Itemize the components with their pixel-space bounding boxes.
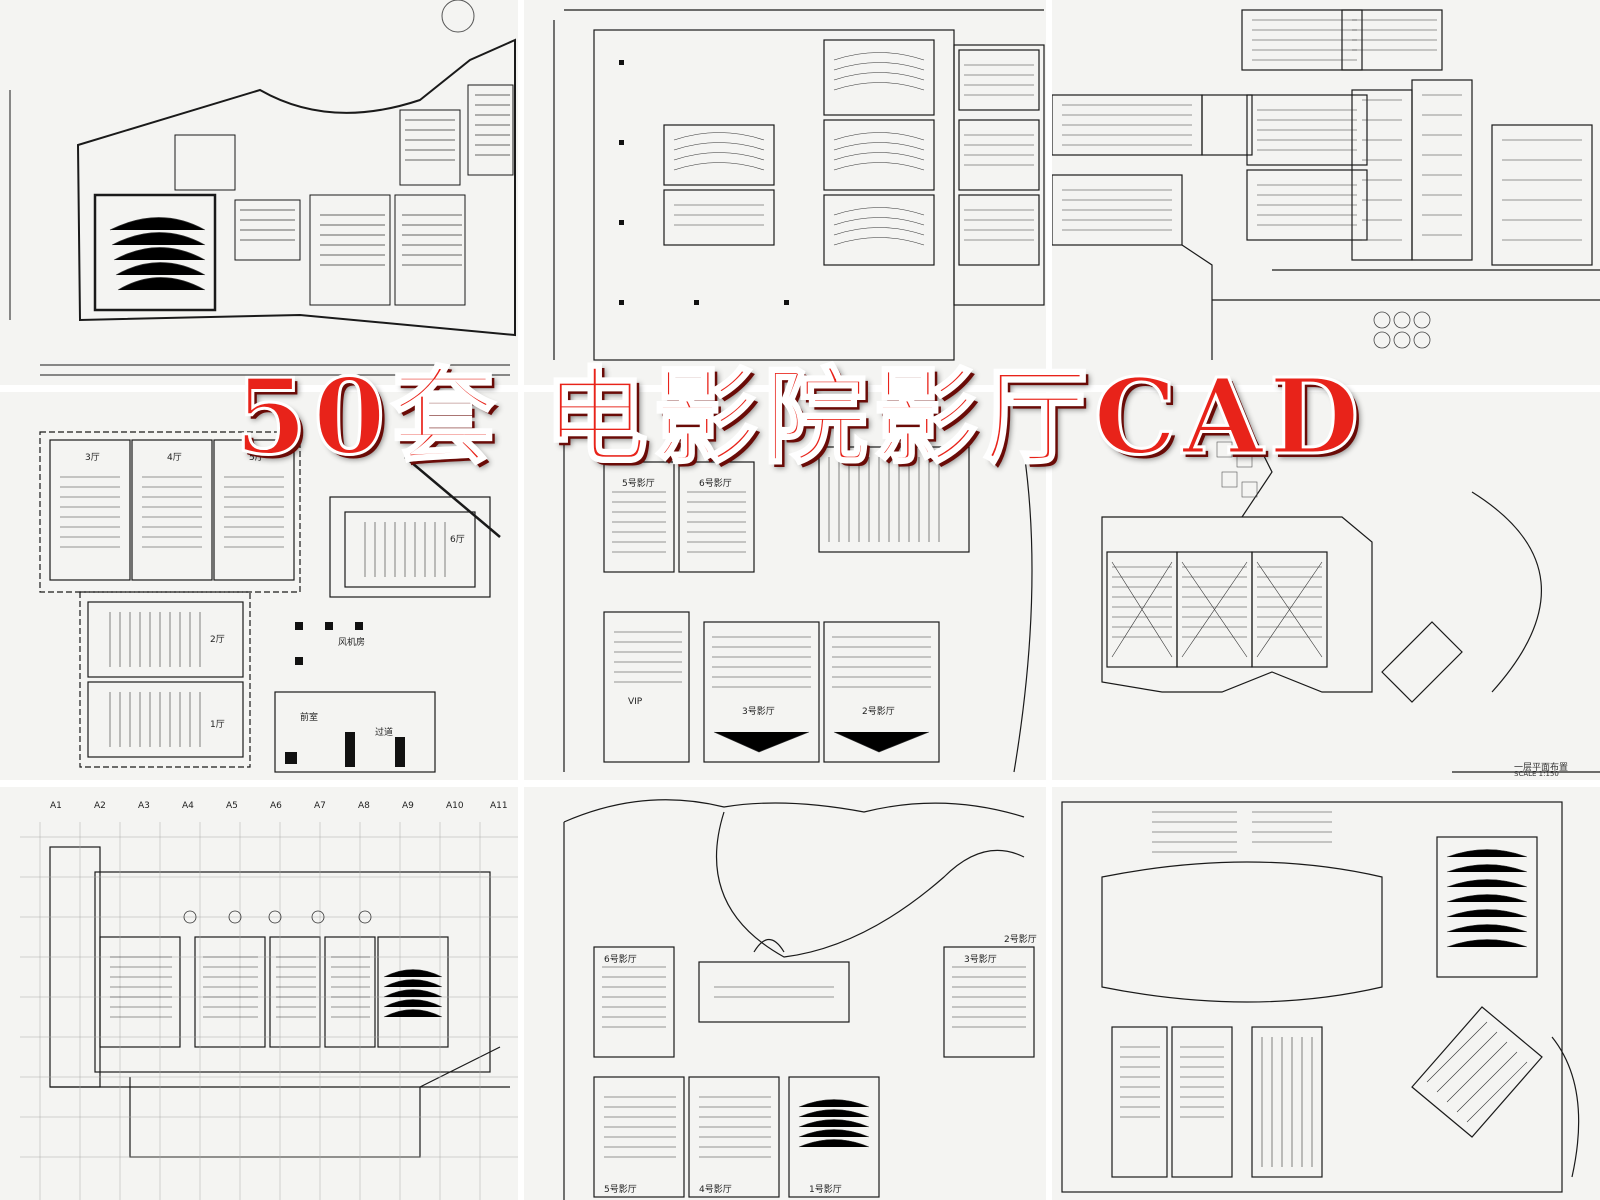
hall-label: 1厅 [210, 720, 225, 730]
room-label: 过道 [375, 728, 394, 738]
drawing-title: 一层平面布置 [1514, 763, 1569, 773]
plan-panel-7: A1 A2 A3 A4 A5 A6 A7 A8 A9 A10 A11 [0, 787, 518, 1200]
hall-label: 1号影厅 [809, 1185, 842, 1195]
floor-plan-drawing [563, 799, 1035, 1200]
hall-label: 4号影厅 [699, 1185, 732, 1195]
grid-label: A11 [490, 801, 508, 811]
panel-gutter [518, 0, 524, 1200]
plan-panel-9 [1052, 787, 1600, 1200]
hall-label: 4厅 [167, 453, 182, 463]
plan-panel-4: 3厅 4厅 5厅 6厅 2厅 1厅 风机房 前室 过道 [0, 392, 518, 780]
hall-label: 2号影厅 [1004, 935, 1037, 945]
floor-plan-drawing [1052, 9, 1600, 360]
grid-label: A2 [94, 801, 106, 811]
plan-panel-2 [524, 0, 1046, 385]
room-label: 前室 [300, 713, 319, 723]
plan-panel-5: 5号影厅 6号影厅 VIP 3号影厅 2号影厅 [524, 392, 1046, 780]
grid-label: A7 [314, 801, 326, 811]
floor-plan-drawing [1101, 431, 1600, 773]
grid-label: A1 [50, 801, 62, 811]
grid-label: A5 [226, 801, 238, 811]
hall-label: 3号影厅 [964, 955, 997, 965]
floor-plan-drawing [9, 0, 516, 376]
hall-label: 6号影厅 [604, 955, 637, 965]
hall-label: 5号影厅 [604, 1185, 637, 1195]
hall-label: 5厅 [249, 453, 264, 463]
hall-label: 5号影厅 [622, 479, 655, 489]
grid-label: A6 [270, 801, 282, 811]
floor-plan-drawing [1061, 801, 1580, 1193]
panel-gutter [0, 780, 1600, 787]
plan-panel-1 [0, 0, 518, 385]
hall-label: VIP [628, 697, 643, 707]
plan-panel-3 [1052, 0, 1600, 385]
hall-label: 3号影厅 [742, 707, 775, 717]
plan-panel-8: 6号影厅 5号影厅 4号影厅 3号影厅 2号影厅 1号影厅 [524, 787, 1046, 1200]
hall-label: 6厅 [450, 535, 465, 545]
scale-note: SCALE 1:150 [1514, 770, 1559, 778]
grid-label: A8 [358, 801, 370, 811]
room-label: 风机房 [338, 638, 366, 648]
grid-label: A4 [182, 801, 194, 811]
plan-panel-6: 一层平面布置 SCALE 1:150 [1052, 392, 1600, 780]
floor-plan-drawing [553, 9, 1045, 361]
floor-plan-drawing [20, 822, 518, 1200]
hall-label: 2厅 [210, 635, 225, 645]
hall-label: 2号影厅 [862, 707, 895, 717]
panel-gutter [1046, 0, 1052, 1200]
floor-plan-drawing [39, 431, 501, 773]
hall-label: 3厅 [85, 453, 100, 463]
floor-plan-drawing [563, 442, 1033, 773]
grid-label: A9 [402, 801, 414, 811]
grid-label: A10 [446, 801, 464, 811]
grid-label: A3 [138, 801, 150, 811]
hall-label: 6号影厅 [699, 479, 732, 489]
panel-gutter [0, 385, 1600, 392]
